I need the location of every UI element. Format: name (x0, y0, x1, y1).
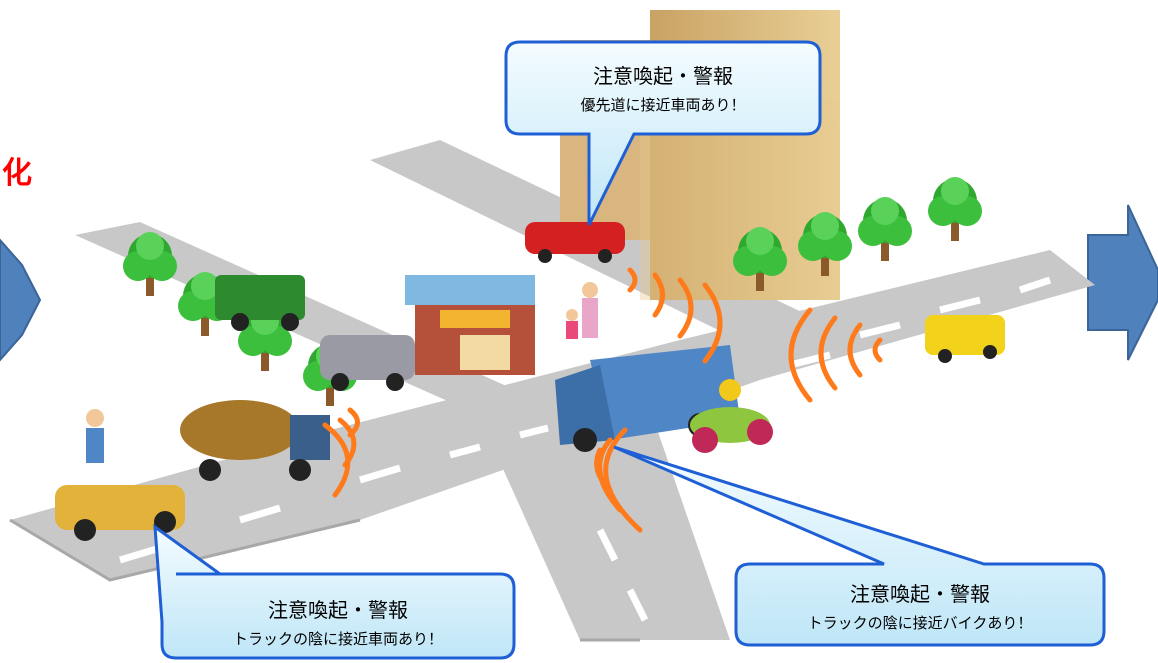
minivan-icon (320, 335, 415, 391)
car-icon (525, 222, 625, 263)
car-icon (55, 485, 185, 541)
side-label: 化 (2, 156, 32, 191)
side-arrow-icon (0, 238, 42, 362)
van-icon (925, 315, 1005, 363)
signal-wave (322, 267, 883, 533)
pedestrian-icon (566, 282, 598, 339)
callout-bottom-left-title: 注意喚起・警報 (268, 598, 408, 622)
shop-icon (405, 275, 535, 375)
callout-bottom-right-title: 注意喚起・警報 (850, 582, 990, 606)
tanker-truck-icon (180, 400, 330, 481)
callout-top-title: 注意喚起・警報 (593, 64, 733, 88)
callout-bottom-left: 注意喚起・警報 トラックの陰に接近車両あり！ (153, 523, 516, 660)
side-arrow-icon (1087, 204, 1158, 361)
tow-truck-icon (215, 275, 305, 331)
motorbike-icon (690, 379, 773, 453)
pedestrian-icon (86, 409, 104, 463)
callout-bottom-left-body: トラックの陰に接近車両あり！ (232, 630, 443, 648)
lane-marking (118, 276, 1052, 622)
callout-top-body: 優先道に接近車両あり！ (580, 96, 746, 114)
callout-bottom-right-body: トラックの陰に接近バイクあり！ (807, 614, 1033, 632)
callout-bottom-right: 注意喚起・警報 トラックの陰に接近バイクあり！ (613, 445, 1106, 647)
callout-top: 注意喚起・警報 優先道に接近車両あり！ (504, 40, 822, 226)
